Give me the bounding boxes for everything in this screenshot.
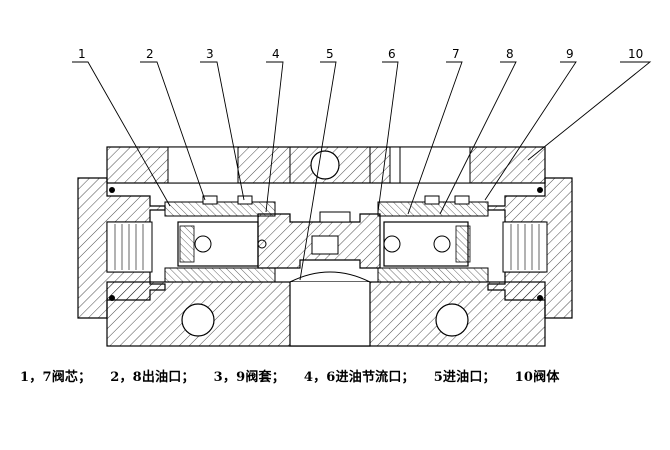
- callout-2: 2: [146, 47, 154, 61]
- figure-caption: 1，7阀芯； 2，8出油口； 3，9阀套； 4，6进油节流口； 5进油口； 10…: [20, 366, 660, 385]
- valve-body: [106, 146, 546, 347]
- callout-1: 1: [78, 47, 86, 61]
- caption-item-throttle: 4，6进油节流口；: [303, 370, 415, 385]
- leader-lines: [72, 61, 652, 281]
- caption-item-spool: 1，7阀芯；: [20, 370, 92, 385]
- left-valve-spool: [177, 221, 267, 267]
- callout-8: 8: [506, 47, 514, 61]
- caption-item-outlet: 2，8出油口；: [110, 370, 195, 385]
- callout-4: 4: [272, 47, 280, 61]
- right-valve-spool: [383, 221, 471, 267]
- callout-9: 9: [566, 47, 574, 61]
- callout-labels: 1 2 3 4 5 6 7 8 9 10: [78, 47, 643, 61]
- caption-item-sleeve: 3，9阀套；: [213, 370, 285, 385]
- callout-6: 6: [388, 47, 396, 61]
- central-connector: [257, 211, 381, 269]
- right-valve-sleeve: [377, 195, 489, 283]
- callout-10: 10: [628, 47, 643, 61]
- callout-5: 5: [326, 47, 334, 61]
- left-end-cap: [77, 177, 166, 319]
- callout-7: 7: [452, 47, 460, 61]
- right-end-cap: [487, 177, 573, 319]
- left-valve-sleeve: [164, 195, 276, 283]
- caption-item-body: 10阀体: [514, 370, 560, 385]
- caption-item-inlet: 5进油口；: [433, 370, 496, 385]
- callout-3: 3: [206, 47, 214, 61]
